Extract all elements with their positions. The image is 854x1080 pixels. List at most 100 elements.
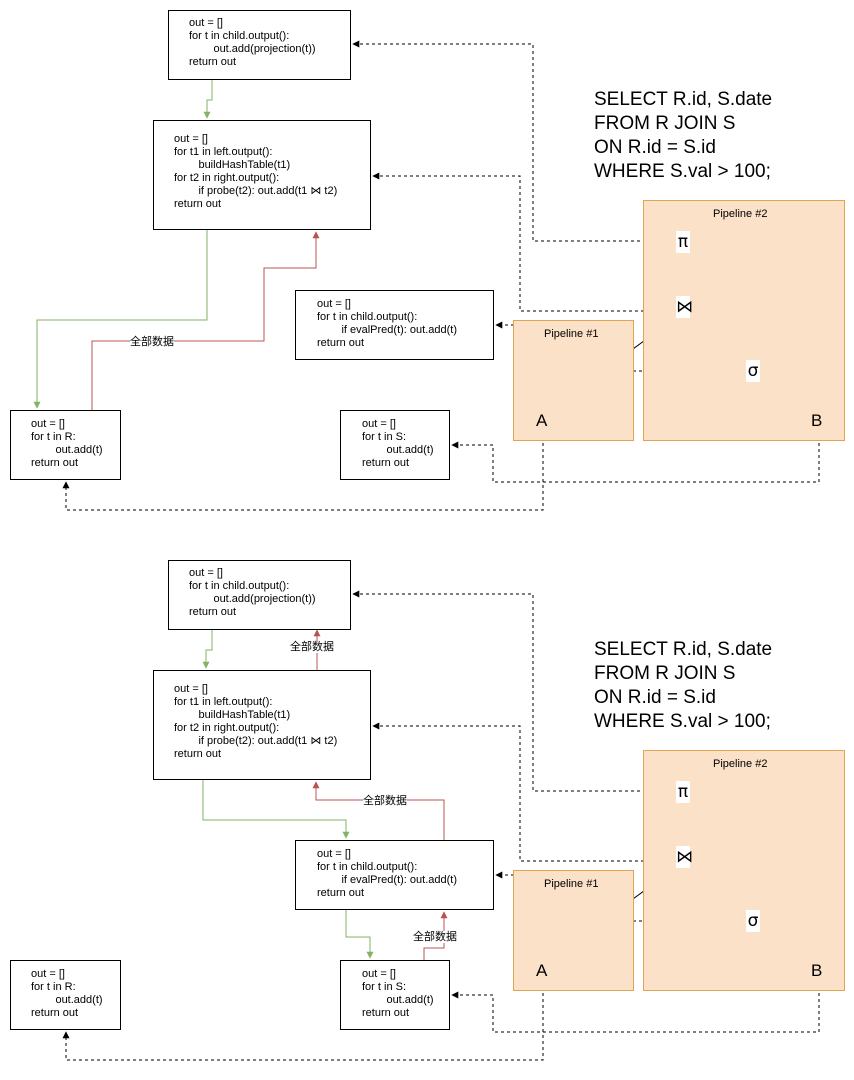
code-line: for t in child.output(): — [189, 580, 290, 592]
scan-r-code-box: out = []for t in R: out.add(t)return out — [10, 960, 121, 1030]
edge-label-full-data: 全部数据 — [413, 931, 457, 943]
map-projection-to-code — [352, 590, 676, 792]
map-b-to-scan-s — [451, 437, 820, 483]
call-edge-projection-to-join — [202, 620, 213, 669]
map-a-to-scan-r — [62, 437, 544, 511]
scan-s-code-box: out = []for t in S: out.add(t)return out — [340, 410, 450, 480]
code-line: if evalPred(t): out.add(t) — [317, 324, 457, 336]
projection-node: π — [676, 781, 690, 803]
sql-line: SELECT R.id, S.date — [594, 639, 773, 660]
map-a-to-scan-r — [62, 987, 544, 1061]
code-line: out.add(t) — [31, 994, 103, 1006]
hash-join-code-box: out = []for t1 in left.output(): buildHa… — [153, 670, 371, 780]
edge-label-full-data: 全部数据 — [290, 641, 334, 653]
code-line: out = [] — [31, 418, 65, 430]
pipeline-1-box — [513, 320, 634, 441]
code-line: out = [] — [362, 418, 396, 430]
code-line: out = [] — [174, 133, 208, 145]
sql-line: WHERE S.val > 100; — [594, 161, 771, 182]
code-line: for t in child.output(): — [189, 30, 290, 42]
code-line: return out — [362, 457, 410, 469]
sql-line: SELECT R.id, S.date — [594, 89, 773, 110]
table-a-node: A — [536, 411, 548, 430]
table-b-node: B — [811, 411, 823, 430]
selection-node: σ — [746, 910, 760, 932]
pipeline-1-label: Pipeline #1 — [544, 878, 599, 890]
code-line: return out — [174, 198, 222, 210]
pipeline-2-box — [643, 750, 845, 991]
code-line: return out — [189, 56, 237, 68]
data-edge-filter-to-join — [312, 781, 445, 840]
scan-s-code-box: out = []for t in S: out.add(t)return out — [340, 960, 450, 1030]
code-line: out = [] — [189, 17, 223, 29]
call-edge-filter-to-scan-s — [345, 910, 374, 959]
join-node: ⋈ — [676, 296, 693, 318]
pipeline-2-label: Pipeline #2 — [713, 208, 768, 220]
code-line: out = [] — [174, 683, 208, 695]
code-line: return out — [362, 1007, 410, 1019]
pipeline-1-box — [513, 870, 634, 991]
call-edge-join-to-scan-r — [33, 230, 208, 409]
sql-line: FROM R JOIN S — [594, 663, 736, 684]
table-a-node: A — [536, 961, 548, 980]
code-line: for t1 in left.output(): — [174, 696, 273, 708]
data-edge-scan-r-to-join — [91, 231, 320, 410]
code-line: out = [] — [362, 968, 396, 980]
join-node: ⋈ — [676, 846, 693, 868]
map-projection-to-code — [352, 40, 676, 242]
code-line: for t in child.output(): — [317, 861, 418, 873]
code-line: return out — [31, 457, 79, 469]
code-line: buildHashTable(t1) — [174, 159, 291, 171]
hash-join-code-box: out = []for t1 in left.output(): buildHa… — [153, 120, 371, 230]
projection-node: π — [676, 231, 690, 253]
code-line: for t in R: — [31, 981, 76, 993]
code-line: for t in child.output(): — [317, 311, 418, 323]
code-line: for t2 in right.output(): — [174, 722, 280, 734]
map-join-to-code — [372, 172, 674, 312]
code-line: out = [] — [189, 567, 223, 579]
code-line: for t in S: — [362, 981, 407, 993]
code-line: if evalPred(t): out.add(t) — [317, 874, 457, 886]
code-line: if probe(t2): out.add(t1 ⋈ t2) — [174, 735, 338, 747]
pipeline-2-label: Pipeline #2 — [713, 758, 768, 770]
call-edge-join-to-filter — [202, 780, 350, 839]
sql-line: FROM R JOIN S — [594, 113, 736, 134]
scan-r-code-box: out = []for t in R: out.add(t)return out — [10, 410, 121, 480]
code-line: for t2 in right.output(): — [174, 172, 280, 184]
sql-line: ON R.id = S.id — [594, 687, 716, 708]
code-line: out = [] — [31, 968, 65, 980]
code-line: return out — [31, 1007, 79, 1019]
sql-line: WHERE S.val > 100; — [594, 711, 771, 732]
code-line: out.add(projection(t)) — [189, 43, 316, 55]
data-edge-scan-s-to-filter — [423, 911, 448, 960]
code-line: buildHashTable(t1) — [174, 709, 291, 721]
projection-code-box: out = []for t in child.output(): out.add… — [168, 10, 351, 80]
code-line: return out — [189, 606, 237, 618]
code-line: for t in R: — [31, 431, 76, 443]
edge-label-full-data: 全部数据 — [363, 795, 407, 807]
selection-node: σ — [746, 360, 760, 382]
code-line: return out — [317, 887, 365, 899]
code-line: out.add(t) — [362, 444, 434, 456]
code-line: out = [] — [317, 298, 351, 310]
code-line: return out — [317, 337, 365, 349]
pipeline-1-label: Pipeline #1 — [544, 328, 599, 340]
map-b-to-scan-s — [451, 987, 820, 1033]
projection-code-box: out = []for t in child.output(): out.add… — [168, 560, 351, 630]
code-line: if probe(t2): out.add(t1 ⋈ t2) — [174, 185, 338, 197]
pipeline-2-box — [643, 200, 845, 441]
table-b-node: B — [811, 961, 823, 980]
filter-code-box: out = []for t in child.output(): if eval… — [295, 290, 494, 360]
edge-label-full-data: 全部数据 — [130, 336, 174, 348]
sql-line: ON R.id = S.id — [594, 137, 716, 158]
code-line: out.add(t) — [31, 444, 103, 456]
code-line: for t in S: — [362, 431, 407, 443]
filter-code-box: out = []for t in child.output(): if eval… — [295, 840, 494, 910]
code-line: out.add(t) — [362, 994, 434, 1006]
code-line: out.add(projection(t)) — [189, 593, 316, 605]
code-line: return out — [174, 748, 222, 760]
code-line: out = [] — [317, 848, 351, 860]
